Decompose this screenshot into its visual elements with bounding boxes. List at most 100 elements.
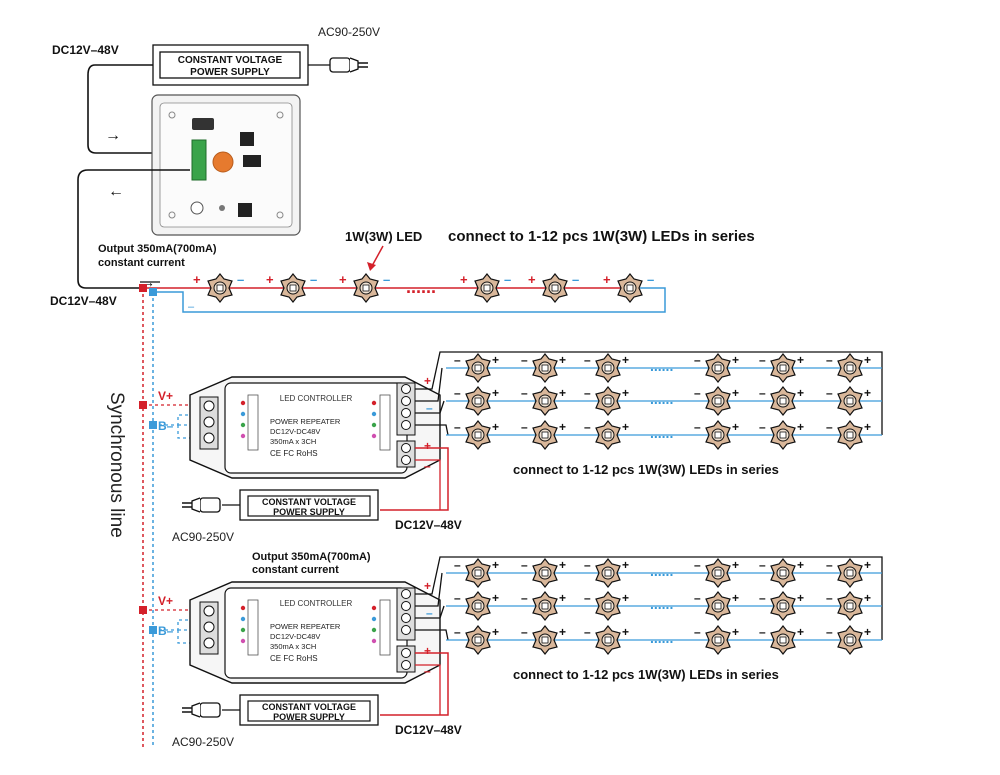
ac-label: AC90-250V (172, 735, 234, 749)
led-rows: –+–+–+–+–+–+......–+–+–+–+–+–+......–+–+… (446, 558, 882, 655)
minus-sign: – (426, 401, 433, 415)
top-series-label: connect to 1-12 pcs 1W(3W) LEDs in serie… (448, 228, 755, 245)
top-ellipsis: ...... (406, 277, 436, 297)
led-icon (705, 558, 731, 588)
led-icon (465, 591, 491, 621)
arrow-right-icon: → (105, 127, 121, 144)
repeater-title: LED CONTROLLER (280, 599, 353, 608)
plus-sign: + (424, 439, 431, 453)
minus-sign: – (521, 353, 528, 367)
led-icon (465, 558, 491, 588)
led-icon (532, 420, 558, 450)
minus-sign: – (383, 272, 390, 287)
led-driver-board (151, 94, 301, 236)
led-icon (474, 273, 500, 303)
plus-sign: + (622, 386, 629, 400)
led-icon (532, 558, 558, 588)
minus-sign: – (584, 353, 591, 367)
minus-sign: – (826, 591, 833, 605)
top-led-label: 1W(3W) LED (345, 229, 422, 244)
minus-sign: – (572, 272, 579, 287)
b-minus-label: B– (158, 624, 174, 638)
minus-sign: – (647, 272, 654, 287)
plus-sign: + (424, 579, 431, 593)
plus-sign: + (492, 558, 499, 572)
plus-sign: + (492, 386, 499, 400)
plus-sign: + (603, 272, 611, 287)
minus-sign: – (310, 272, 317, 287)
led-icon (837, 353, 863, 383)
led-icon (532, 591, 558, 621)
minus-sign: – (454, 353, 461, 367)
minus-sign: – (826, 625, 833, 639)
led-icon (532, 386, 558, 416)
minus-sign: – (759, 420, 766, 434)
minus-sign: – (694, 558, 701, 572)
minus-sign: – (759, 353, 766, 367)
led-icon (770, 420, 796, 450)
plus-sign: + (492, 353, 499, 367)
plus-sign: + (622, 591, 629, 605)
repeater-model: POWER REPEATER (270, 417, 341, 426)
minus-sign: – (454, 625, 461, 639)
plus-sign: + (732, 420, 739, 434)
led-icon (837, 386, 863, 416)
led-icon (705, 625, 731, 655)
repeater-title: LED CONTROLLER (280, 394, 353, 403)
row-ellipsis: ...... (650, 630, 673, 646)
led-icon (595, 353, 621, 383)
ac-label: AC90-250V (172, 530, 234, 544)
repeater-series-label: connect to 1-12 pcs 1W(3W) LEDs in serie… (513, 462, 779, 477)
led-icon (465, 625, 491, 655)
repeater-series-label: connect to 1-12 pcs 1W(3W) LEDs in serie… (513, 667, 779, 682)
top-ac-label: AC90-250V (318, 25, 380, 39)
led-icon (770, 625, 796, 655)
top-dc-output-label: DC12V–48V (50, 294, 117, 308)
plus-sign: + (797, 558, 804, 572)
mid-output-line2: constant current (252, 564, 339, 576)
plus-sign: + (339, 272, 347, 287)
led-icon (837, 625, 863, 655)
top-psu-line2: POWER SUPPLY (190, 67, 270, 78)
minus-sign: – (521, 386, 528, 400)
minus-sign: – (584, 386, 591, 400)
minus-sign: – (454, 420, 461, 434)
minus-sign: – (584, 591, 591, 605)
dc-label: DC12V–48V (395, 518, 462, 532)
plus-sign: + (559, 386, 566, 400)
minus-sign: – (454, 386, 461, 400)
repeater-current: 350mA x 3CH (270, 437, 316, 446)
minus-sign: – (521, 625, 528, 639)
led-icon (705, 420, 731, 450)
plus-sign: + (864, 558, 871, 572)
led-icon (837, 558, 863, 588)
psu-line2: POWER SUPPLY (273, 507, 345, 517)
repeater-certs: CE FC RoHS (270, 449, 318, 458)
led-icon (465, 353, 491, 383)
plus-sign: + (424, 374, 431, 388)
plus-sign: + (622, 420, 629, 434)
plus-sign: + (424, 644, 431, 658)
plug-icon (181, 497, 221, 513)
led-icon (595, 625, 621, 655)
top-power-supply: CONSTANT VOLTAGE POWER SUPPLY (152, 44, 309, 86)
plus-sign: + (492, 591, 499, 605)
top-section: DC12V–48V AC90-250V CONSTANT VOLTAGE POW… (50, 25, 755, 313)
minus-sign: – (694, 591, 701, 605)
arrow-left-icon: ← (108, 183, 124, 200)
minus-sign: – (521, 420, 528, 434)
minus-sign: – (584, 420, 591, 434)
minus-sign: – (826, 353, 833, 367)
plus-sign: + (559, 353, 566, 367)
led-bus-wires (380, 351, 883, 511)
row-ellipsis: ...... (650, 596, 673, 612)
minus-sign: – (759, 591, 766, 605)
top-led-chain: +–+–+–+–+–+– (193, 272, 654, 303)
v-plus-label: V+ (158, 389, 173, 403)
minus-sign: – (584, 625, 591, 639)
